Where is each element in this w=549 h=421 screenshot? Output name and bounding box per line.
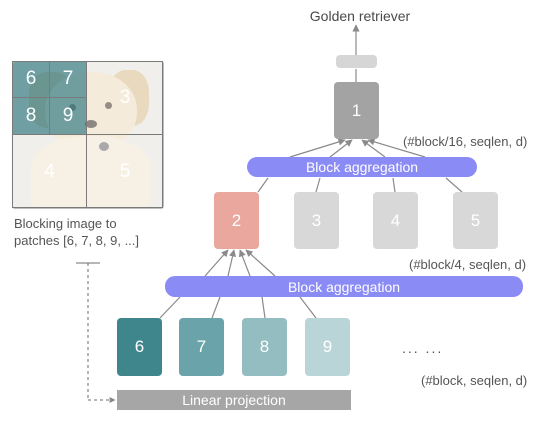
mid-block-label-3: 3 — [311, 210, 322, 230]
bottom-block-label-9: 9 — [322, 337, 333, 356]
mid-block-2: 2 — [214, 192, 259, 249]
block-aggregation-upper: Block aggregation — [247, 157, 477, 177]
bottom-block-label-8: 8 — [259, 337, 270, 356]
mid-shape-note: (#block/4, seqlen, d) — [409, 257, 527, 272]
patch-7 — [50, 62, 87, 98]
bottom-block-label-6: 6 — [134, 337, 145, 356]
block-aggregation-lower: Block aggregation — [165, 276, 523, 297]
mid-block-4: 4 — [373, 192, 418, 249]
bottom-block-9: 9 — [305, 318, 350, 376]
image-caption-line1: Blocking image to — [14, 216, 117, 231]
top-block-1: 1 — [334, 82, 379, 139]
patch-label-7: 7 — [62, 68, 74, 89]
mid-block-5: 5 — [453, 192, 498, 249]
patch-9 — [50, 98, 87, 135]
dog-nose — [85, 120, 97, 128]
patch-label-5: 5 — [119, 161, 131, 182]
top-shape-note: (#block/16, seqlen, d) — [403, 134, 528, 149]
mid-block-label-5: 5 — [470, 210, 481, 230]
linear-projection-label: Linear projection — [182, 392, 286, 408]
bottom-block-label-7: 7 — [196, 337, 207, 356]
patch-label-8: 8 — [25, 105, 37, 126]
patch-6 — [13, 62, 50, 98]
bottom-block-7: 7 — [179, 318, 224, 376]
mid-block-3: 3 — [294, 192, 339, 249]
patch-grid — [12, 61, 163, 208]
aggregation-lower-label: Block aggregation — [287, 278, 401, 295]
patch-label-4: 4 — [44, 161, 55, 182]
image-caption-line2: patches [6, 7, 8, 9, ...] — [14, 233, 140, 248]
linear-projection-bar: Linear projection — [117, 390, 351, 410]
dog-body — [31, 136, 151, 208]
bottom-shape-note: (#block, seqlen, d) — [421, 373, 528, 388]
more-blocks-ellipsis: ... ... — [402, 340, 444, 356]
bottom-block-8: 8 — [242, 318, 287, 376]
mid-block-label-2: 2 — [231, 210, 242, 230]
mid-block-label-4: 4 — [390, 210, 401, 230]
aggregation-upper-label: Block aggregation — [305, 159, 419, 175]
bottom-block-6: 6 — [117, 318, 162, 376]
patch-label-3: 3 — [119, 87, 131, 108]
top-block-label: 1 — [351, 100, 362, 120]
patch-label-6: 6 — [25, 68, 37, 89]
output-label: Golden retriever — [309, 8, 411, 24]
patch-8 — [13, 98, 50, 135]
dog-collar-tag — [99, 142, 109, 151]
output-token-bar — [336, 55, 377, 68]
dog-eye-right — [105, 102, 112, 109]
patch-label-9: 9 — [62, 105, 74, 126]
